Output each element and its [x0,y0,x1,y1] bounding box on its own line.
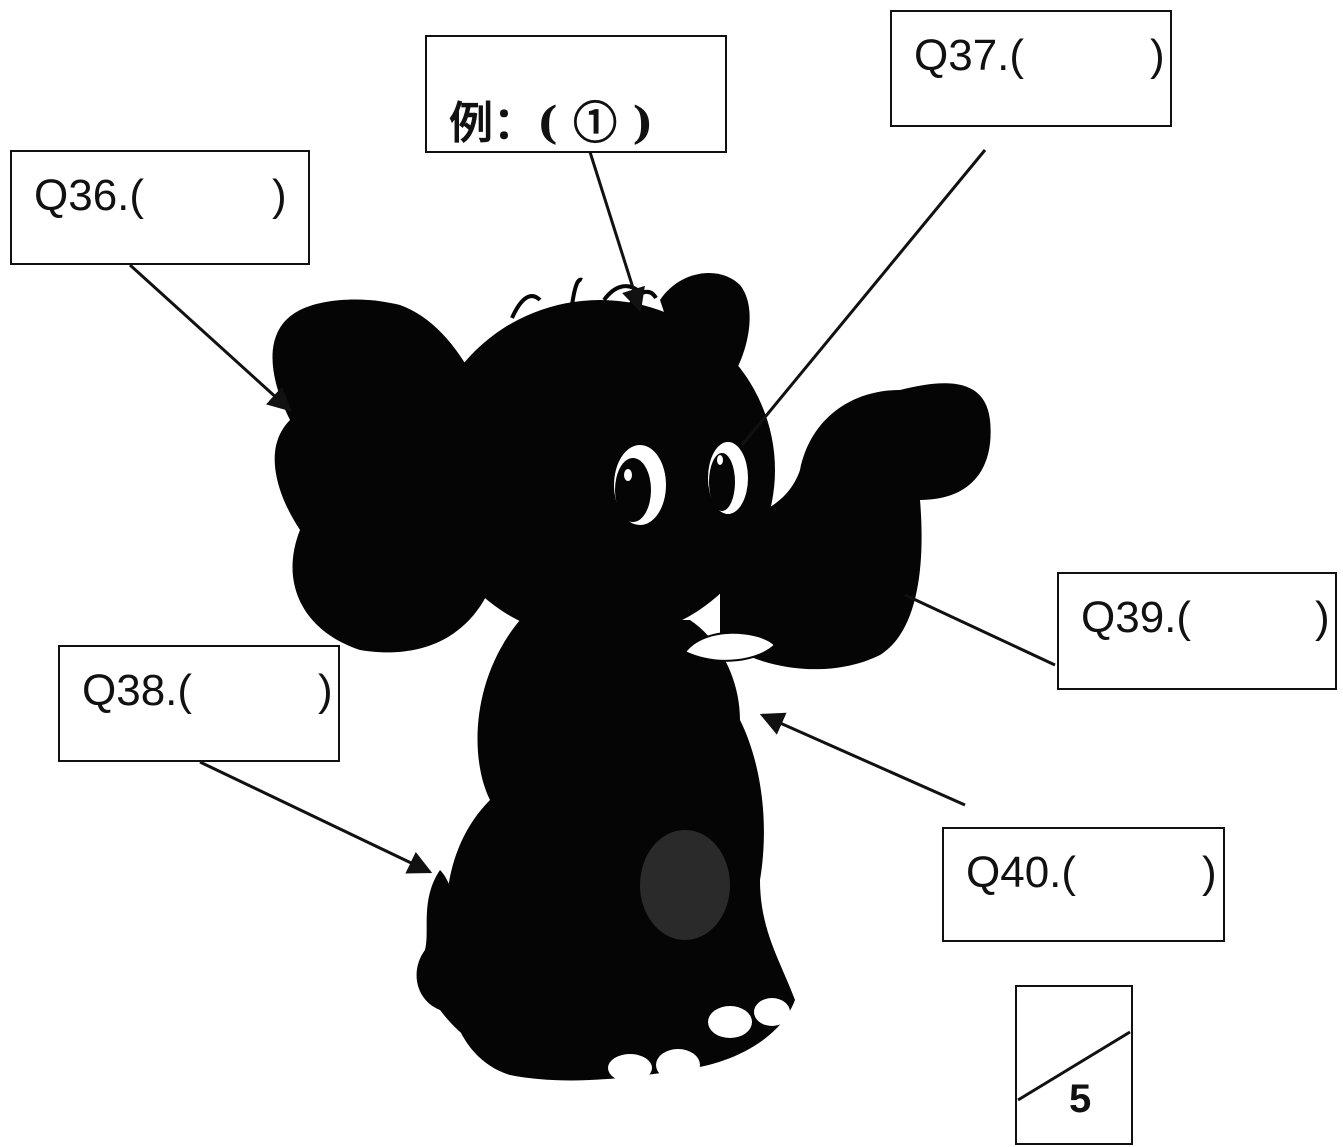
pointer-arrows [128,149,1131,1102]
q36-label: Q36.( [34,171,145,220]
q39-close-paren: ) [1315,593,1330,642]
q38-close-paren: ) [318,666,333,715]
q36-answer-box[interactable]: Q36.( ) [10,150,310,265]
elephant-eyes [614,442,748,525]
elephant-head [425,300,775,640]
arrow-q36 [128,263,292,412]
q38-label: Q38.( [82,666,193,715]
q37-label: Q37.( [914,31,1025,80]
q40-close-paren: ) [1202,848,1217,897]
arrow-q38 [199,760,433,874]
example-box: 例：( ① ) [425,35,727,153]
elephant-body [446,620,795,1081]
q40-answer-box[interactable]: Q40.( ) [942,827,1225,942]
q38-answer-box[interactable]: Q38.( ) [58,645,340,762]
elephant-tail [416,870,491,1040]
page-score-box: 5 [1015,985,1133,1145]
arrow-example [588,151,645,313]
q36-close-paren: ) [272,171,287,220]
q40-label: Q40.( [966,848,1077,897]
arrow-q40 [759,712,966,807]
page-score: 5 [1069,1077,1092,1121]
arrow-q39 [904,593,1056,667]
elephant-toenails [608,998,790,1082]
elephant-trunk [720,383,991,670]
elephant-silhouette [272,273,991,1081]
arrow-q37 [740,149,987,446]
elephant-ear [272,299,505,653]
q39-answer-box[interactable]: Q39.( ) [1057,572,1337,690]
elephant-tusk [683,631,777,662]
example-label: 例：( ① ) [449,98,654,149]
q39-label: Q39.( [1081,593,1192,642]
page-box-diagonal [1017,1030,1131,1102]
q37-answer-box[interactable]: Q37.( ) [890,10,1172,127]
q37-close-paren: ) [1150,31,1165,80]
